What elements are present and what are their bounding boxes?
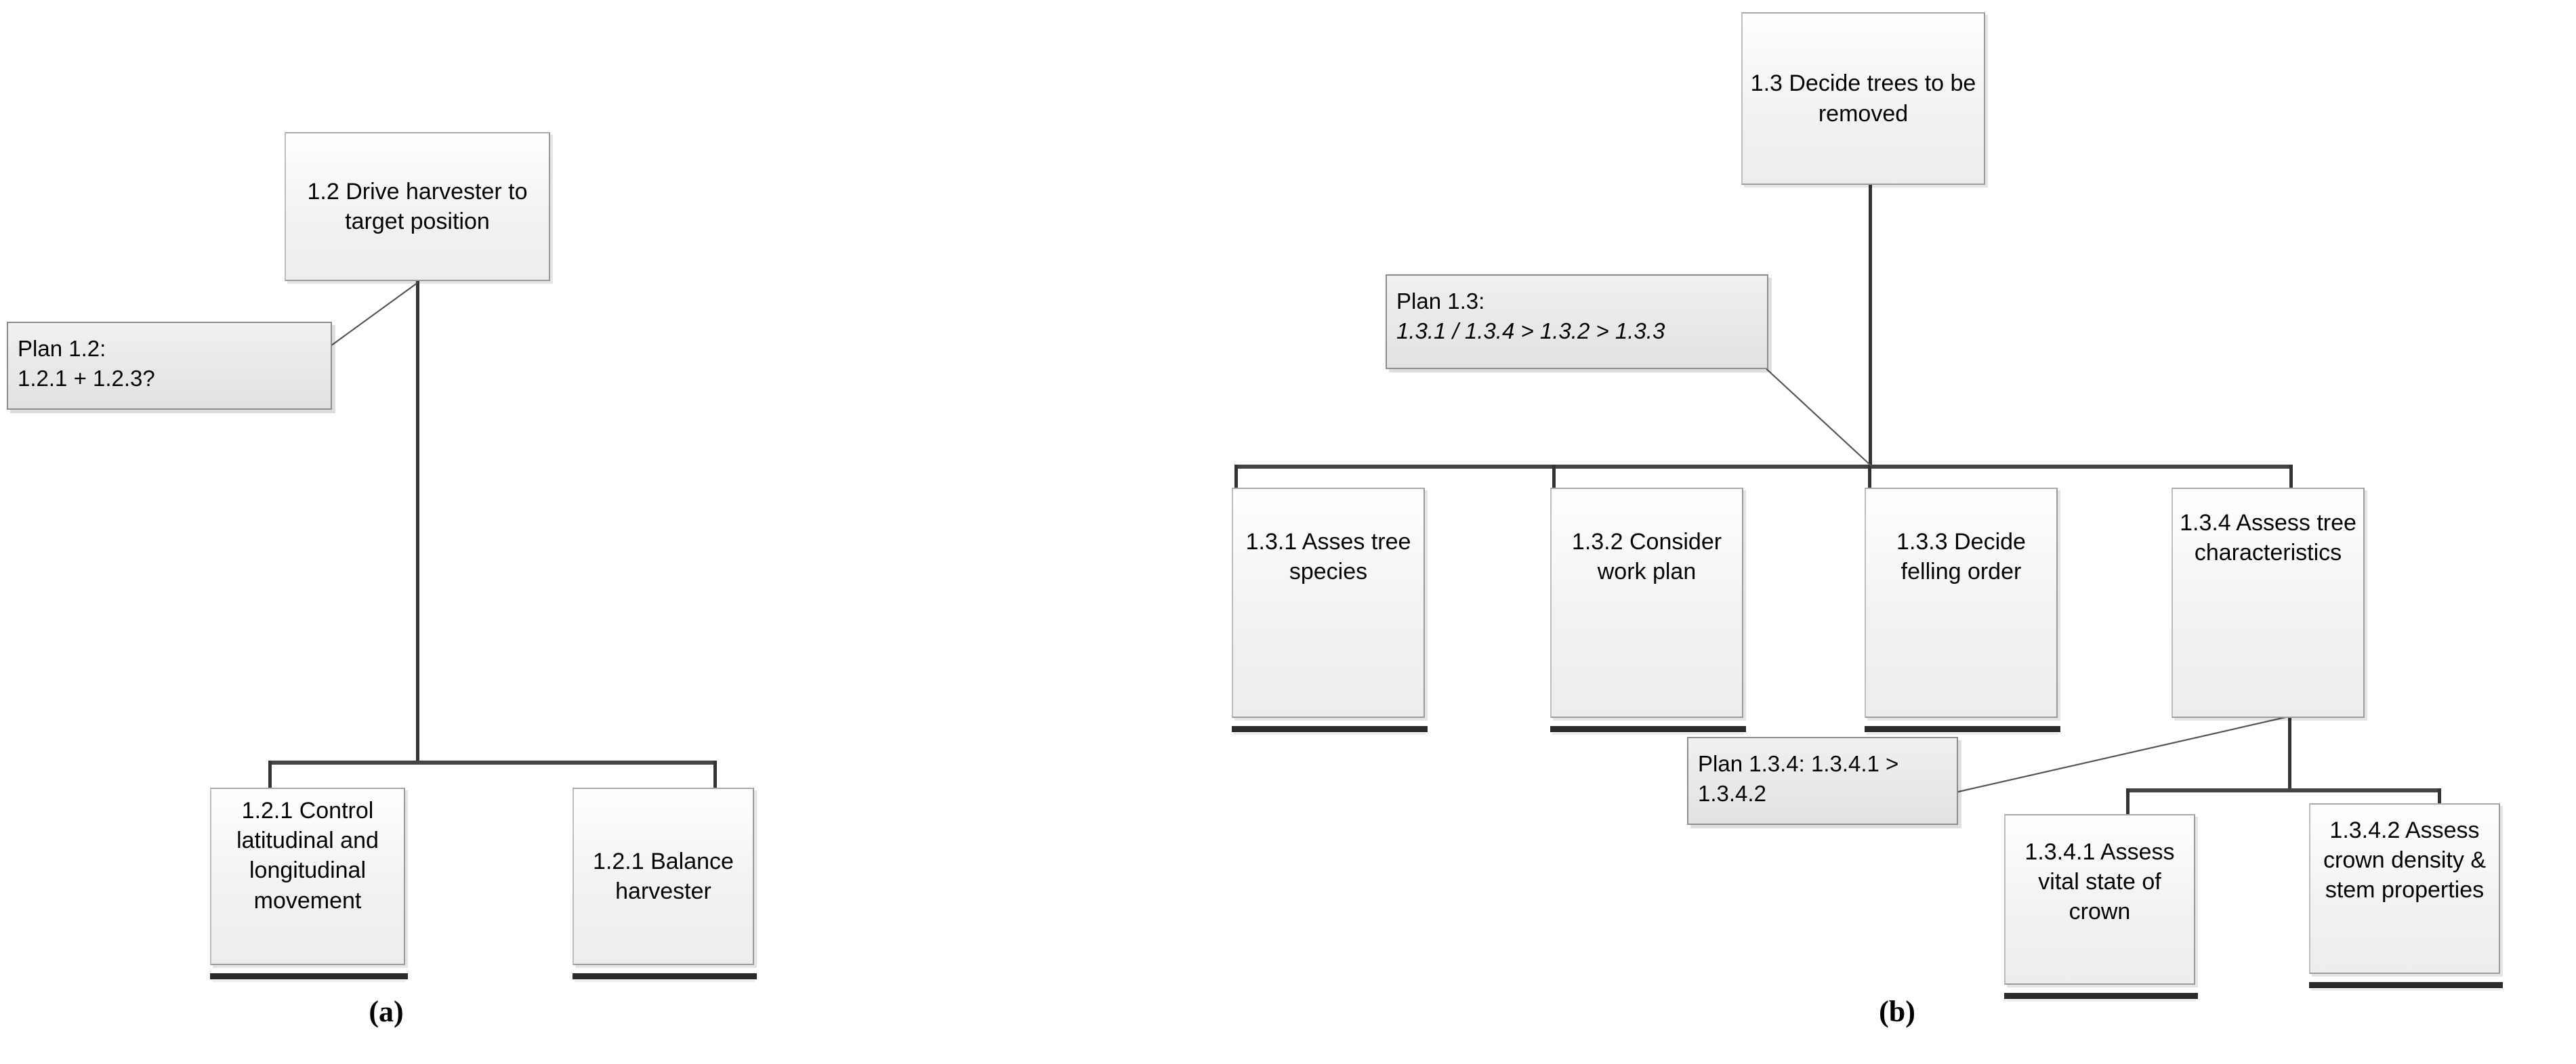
task-node-1-2-1-balance[interactable]: 1.2.1 Balance harvester (573, 788, 754, 965)
task-node-1-3-2[interactable]: 1.3.2 Consider work plan (1550, 488, 1743, 718)
plan-box-1-3-4-line1: Plan 1.3.4: 1.3.4.1 > (1698, 751, 1899, 776)
terminal-bar-1-3-2 (1550, 726, 1746, 732)
plan-box-1-3-line1: Plan 1.3: (1396, 289, 1485, 314)
terminal-bar-1-3-4-1 (2004, 993, 2198, 999)
task-node-1-3-1-label: 1.3.1 Asses tree species (1245, 529, 1411, 585)
connector-trunk-1-3-4 (2288, 717, 2291, 791)
panel-caption-b: (b) (1879, 995, 1915, 1028)
connector-drop-1-3-3 (1868, 465, 1871, 489)
task-node-1-3-1[interactable]: 1.3.1 Asses tree species (1232, 488, 1425, 718)
connector-branch-bar-1-3 (1236, 465, 2293, 469)
task-node-1-2-1-control[interactable]: 1.2.1 Control latitudinal and longitudin… (210, 788, 405, 965)
task-node-1-3-4-1[interactable]: 1.3.4.1 Assess vital state of crown (2004, 814, 2195, 985)
terminal-bar-1-3-3 (1865, 726, 2060, 732)
terminal-bar-1-3-1 (1232, 726, 1428, 732)
connector-drop-1-3-4-1 (2126, 788, 2130, 815)
task-node-1-3-2-label: 1.3.2 Consider work plan (1571, 529, 1722, 585)
plan-box-1-3-4-line2: 1.3.4.2 (1698, 780, 1766, 806)
task-node-1-3-4-2[interactable]: 1.3.4.2 Assess crown density & stem prop… (2309, 803, 2500, 974)
task-node-1-3-4-2-label: 1.3.4.2 Assess crown density & stem prop… (2323, 817, 2486, 903)
task-node-1-3-4-label: 1.3.4 Assess tree characteristics (2180, 510, 2356, 566)
connector-drop-1-3-4-2 (2438, 788, 2441, 815)
connector-drop-1-3-1 (1234, 465, 1238, 489)
connector-branch-bar-1-3-4 (2127, 788, 2441, 792)
leader-line-plan-1-3-4 (1955, 715, 2289, 794)
task-node-1-3-label: 1.3 Decide trees to be removed (1750, 70, 1976, 127)
connector-trunk-1-2 (416, 280, 419, 764)
leader-line-plan-1-3 (1762, 365, 1872, 467)
connector-trunk-1-3 (1869, 184, 1872, 468)
panel-caption-a: (a) (369, 995, 404, 1028)
connector-drop-1-3-4 (2289, 465, 2293, 489)
plan-box-1-2-line2: 1.2.1 + 1.2.3? (18, 365, 155, 391)
connector-branch-bar-1-2 (270, 761, 717, 765)
task-node-1-3-3-label: 1.3.3 Decide felling order (1896, 529, 2026, 585)
task-node-1-2-label: 1.2 Drive harvester to target position (307, 178, 528, 234)
leader-line-plan-1-2 (331, 282, 419, 346)
task-node-1-3-3[interactable]: 1.3.3 Decide felling order (1865, 488, 2058, 718)
plan-box-1-2[interactable]: Plan 1.2: 1.2.1 + 1.2.3? (7, 322, 332, 410)
task-node-1-3-4[interactable]: 1.3.4 Assess tree characteristics (2172, 488, 2365, 718)
task-node-1-3-4-1-label: 1.3.4.1 Assess vital state of crown (2024, 839, 2175, 925)
task-node-1-2-1-balance-label: 1.2.1 Balance harvester (593, 848, 734, 904)
terminal-bar-1-3-4-2 (2309, 982, 2503, 988)
plan-box-1-3-line2: 1.3.1 / 1.3.4 > 1.3.2 > 1.3.3 (1396, 318, 1665, 343)
task-node-1-3[interactable]: 1.3 Decide trees to be removed (1741, 12, 1985, 185)
task-node-1-2-1-control-label: 1.2.1 Control latitudinal and longitudin… (236, 798, 379, 914)
connector-drop-1-2-1-balance (713, 761, 717, 789)
plan-box-1-2-line1: Plan 1.2: (18, 336, 106, 361)
connector-drop-1-2-1-control (268, 761, 272, 789)
terminal-bar-1-2-1-balance (573, 973, 757, 979)
task-node-1-2[interactable]: 1.2 Drive harvester to target position (285, 132, 550, 281)
plan-box-1-3-4[interactable]: Plan 1.3.4: 1.3.4.1 > 1.3.4.2 (1687, 737, 1958, 825)
terminal-bar-1-2-1-control (210, 973, 408, 979)
plan-box-1-3[interactable]: Plan 1.3: 1.3.1 / 1.3.4 > 1.3.2 > 1.3.3 (1386, 274, 1768, 369)
connector-drop-1-3-2 (1552, 465, 1556, 489)
